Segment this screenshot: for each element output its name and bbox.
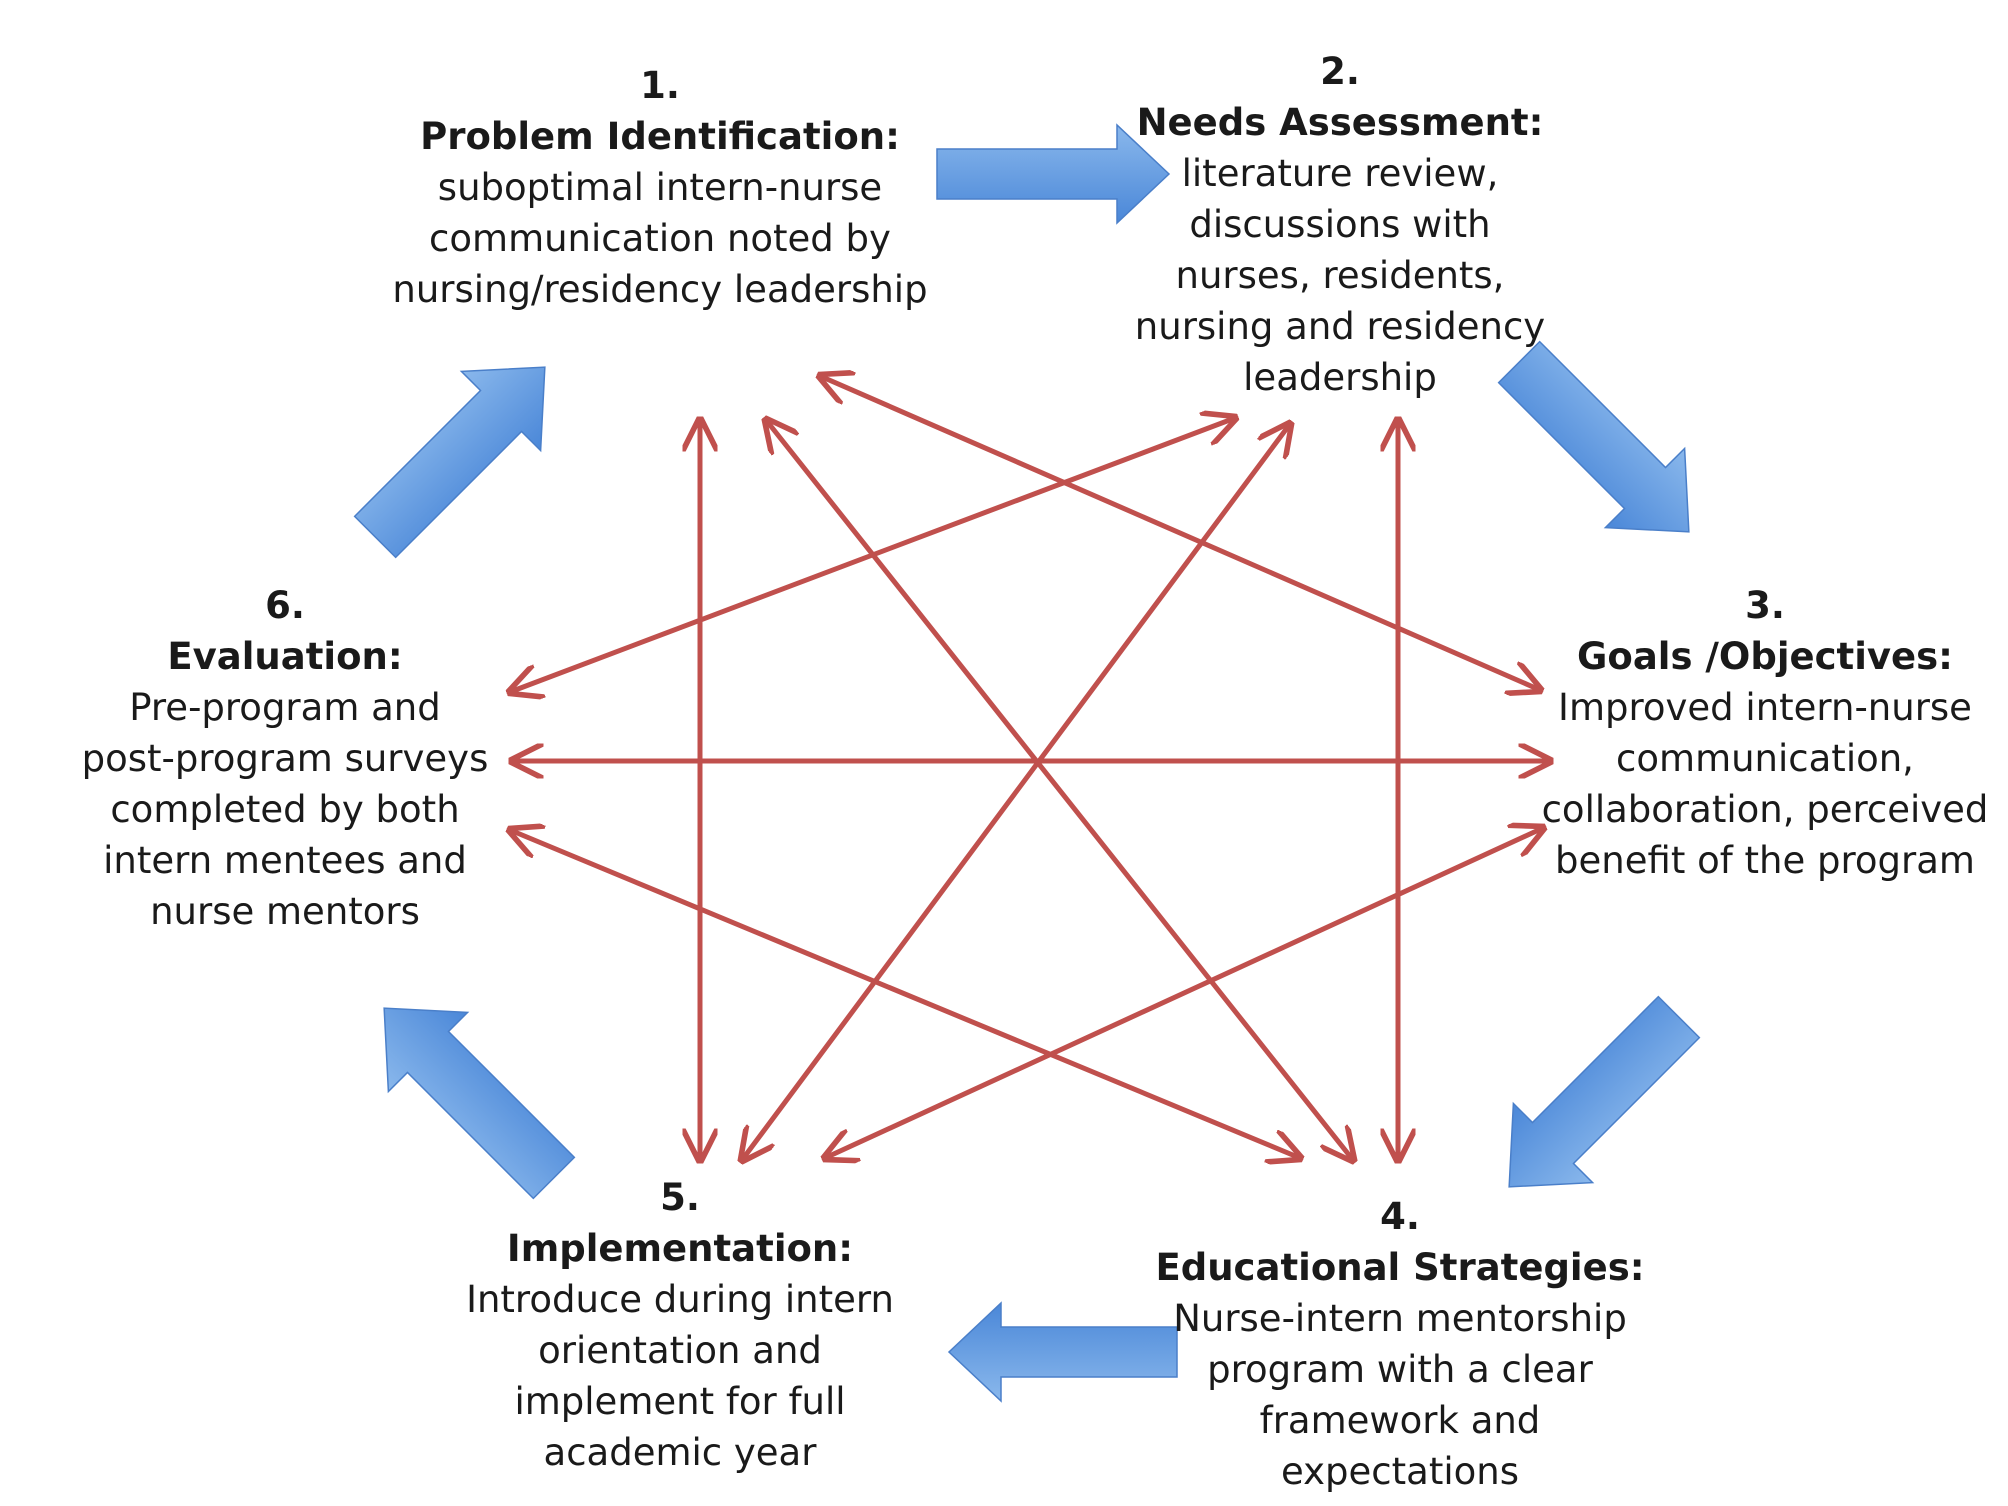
step-text-line: framework and (1259, 1399, 1541, 1442)
step-text-line: Introduce during intern (466, 1278, 894, 1321)
step-text-line: post-program surveys (81, 737, 489, 780)
step-text-line: benefit of the program (1555, 839, 1975, 882)
cycle-arrow-3-4 (1508, 995, 1701, 1188)
step-text-line: discussions with (1189, 203, 1491, 246)
step-text-line: nursing/residency leadership (392, 268, 928, 311)
step-title: Goals /Objectives: (1577, 635, 1953, 678)
connector-arrow-2-5 (742, 424, 1290, 1160)
step-text-line: Improved intern-nurse (1558, 686, 1972, 729)
cycle-arrow-2-3 (1497, 340, 1690, 533)
step-implementation: 5. Implementation: Introduce during inte… (420, 1172, 940, 1478)
step-text-line: literature review, (1181, 152, 1499, 195)
step-title: Educational Strategies: (1155, 1246, 1645, 1289)
cycle-arrow-5-6 (383, 1007, 576, 1200)
step-text-line: nurse mentors (150, 890, 420, 933)
step-problem-identification: 1. Problem Identification: suboptimal in… (360, 60, 960, 315)
connector-arrow-2-6 (510, 418, 1235, 692)
step-evaluation: 6. Evaluation: Pre-program and post-prog… (70, 580, 500, 937)
step-text-line: Pre-program and (129, 686, 441, 729)
cycle-arrow-1-2 (936, 123, 1171, 225)
cycle-arrow-6-1 (353, 366, 546, 559)
step-text-line: orientation and (538, 1329, 822, 1372)
step-text-line: Nurse-intern mentorship (1173, 1297, 1627, 1340)
step-number: 1. (640, 64, 680, 107)
step-text-line: intern mentees and (103, 839, 467, 882)
step-number: 3. (1745, 584, 1785, 627)
step-number: 6. (265, 584, 305, 627)
step-text-line: leadership (1243, 356, 1437, 399)
step-text-line: expectations (1281, 1450, 1519, 1493)
step-educational-strategies: 4. Educational Strategies: Nurse-intern … (1130, 1191, 1670, 1497)
step-text-line: nurses, residents, (1175, 254, 1505, 297)
step-text-line: communication, (1616, 737, 1914, 780)
step-number: 5. (660, 1176, 700, 1219)
step-title: Needs Assessment: (1136, 101, 1544, 144)
step-text-line: completed by both (110, 788, 460, 831)
step-title: Implementation: (506, 1227, 854, 1270)
step-title: Evaluation: (167, 635, 403, 678)
step-number: 4. (1380, 1195, 1420, 1238)
connector-arrow-4-6 (510, 830, 1300, 1158)
cycle-arrow-4-5 (947, 1301, 1178, 1403)
step-goals-objectives: 3. Goals /Objectives: Improved intern-nu… (1530, 580, 2000, 886)
step-text-line: communication noted by (429, 217, 891, 260)
step-text-line: suboptimal intern-nurse (437, 166, 883, 209)
step-text-line: academic year (543, 1431, 817, 1474)
step-title: Problem Identification: (420, 115, 900, 158)
step-text-line: nursing and residency (1134, 305, 1546, 348)
step-text-line: program with a clear (1207, 1348, 1593, 1391)
step-text-line: collaboration, perceived (1541, 788, 1989, 831)
step-text-line: implement for full (514, 1380, 846, 1423)
step-number: 2. (1320, 50, 1360, 93)
step-needs-assessment: 2. Needs Assessment: literature review, … (1110, 46, 1570, 403)
